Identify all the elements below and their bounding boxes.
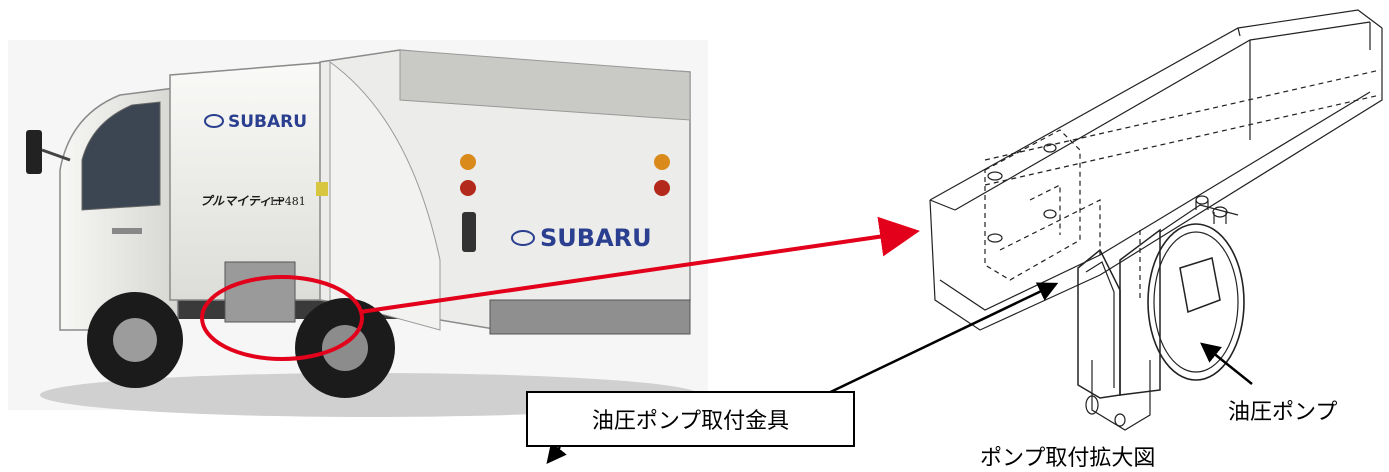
truck-brand-side: SUBARU [228,112,307,132]
pump-mount-drawing [929,9,1383,431]
bracket-label-text: 油圧ポンプ取付金具 [591,409,790,434]
subaru-logo-icon [204,114,535,246]
truck-model-mark: プルマイティー [200,194,284,208]
enlarged-view-caption: ポンプ取付拡大図 [980,446,1156,471]
highlight-arrow [359,216,920,314]
highlight-ellipse [200,275,364,361]
bracket-pointer-arrow [817,282,1059,400]
truck-photo: SUBARU SUBARU プルマイティー LP481 [8,40,708,417]
pump-label: 油圧ポンプ [1228,400,1338,425]
truck-brand-rear: SUBARU [540,224,652,252]
pump-pointer-arrow [1200,342,1253,385]
truck-model-code: LP481 [270,195,306,208]
bracket-pointer-tail [546,442,567,464]
bracket-label: 油圧ポンプ取付金具 [526,391,855,447]
